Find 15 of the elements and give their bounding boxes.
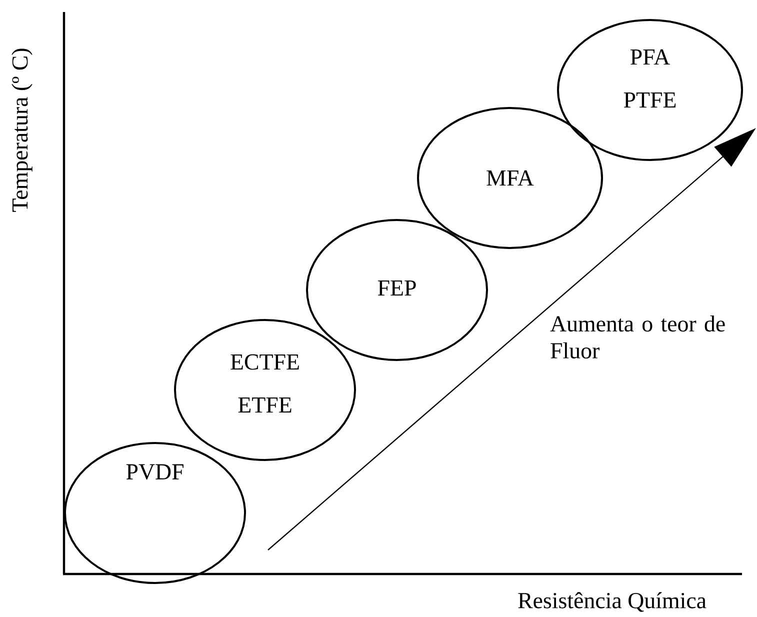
node-text: ECTFE bbox=[230, 354, 299, 370]
axis-label: Temperatura (º C) bbox=[12, 48, 32, 212]
node-text: PFA bbox=[630, 49, 670, 65]
axis-label: Resistência Química bbox=[518, 592, 706, 612]
ellipse bbox=[417, 107, 603, 249]
annotation-text: Aumenta o teor de Fluor bbox=[550, 315, 725, 358]
node-text: PVDF bbox=[126, 464, 184, 480]
node-text: FEP bbox=[378, 280, 416, 296]
node-text: MFA bbox=[486, 170, 534, 186]
ellipse bbox=[64, 442, 246, 584]
node-text: PTFE bbox=[624, 92, 676, 108]
ellipse bbox=[557, 19, 743, 161]
ellipse bbox=[174, 319, 356, 461]
node-text: ETFE bbox=[238, 397, 292, 412]
ellipse bbox=[306, 219, 488, 361]
